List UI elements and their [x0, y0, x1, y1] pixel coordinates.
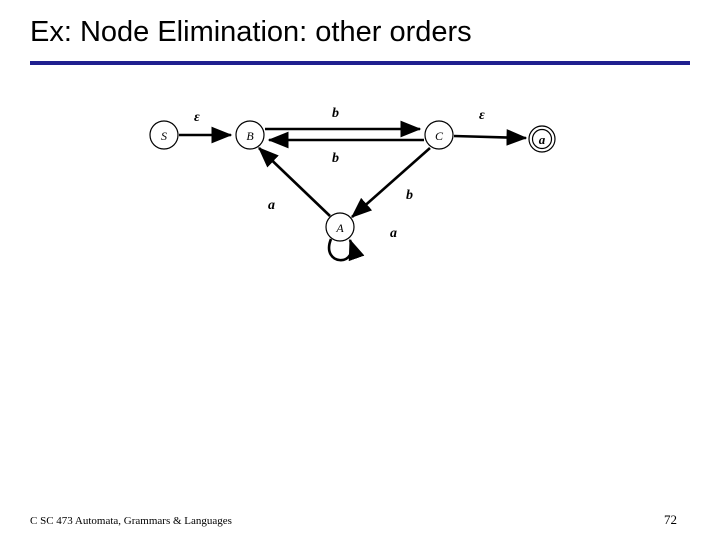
svg-text:A: A — [335, 221, 344, 235]
automaton-diagram: S B C a A ε b ε b a b — [0, 70, 720, 430]
svg-text:C: C — [435, 129, 444, 143]
node-S[interactable]: S — [149, 120, 179, 150]
edge-label-epsilon-C-final: ε — [479, 108, 485, 123]
automaton-svg: S B C a A — [149, 120, 556, 262]
edge-label-a-self-loop: a — [390, 226, 397, 241]
edge-label-a-A-B: a — [268, 198, 275, 213]
edge-label-b-B-C: b — [332, 106, 339, 121]
footer-course-text: C SC 473 Automata, Grammars & Languages — [30, 515, 232, 527]
slide-page-number: 72 — [664, 512, 677, 527]
title-underline-rule — [30, 61, 690, 65]
node-a-final[interactable]: a — [528, 125, 556, 153]
node-C[interactable]: C — [424, 120, 454, 150]
svg-text:a: a — [539, 132, 546, 147]
node-A[interactable]: A — [325, 212, 355, 242]
edge-A-self-loop — [327, 238, 365, 262]
page-title: Ex: Node Elimination: other orders — [30, 16, 472, 48]
edge-label-b-C-B: b — [332, 151, 339, 166]
edge-label-b-C-A: b — [406, 188, 413, 203]
edge-C-to-A — [351, 147, 431, 218]
edge-A-to-B — [258, 147, 331, 217]
svg-text:B: B — [246, 129, 254, 143]
svg-text:S: S — [161, 129, 167, 143]
node-B[interactable]: B — [235, 120, 265, 150]
edge-label-epsilon-S-B: ε — [194, 110, 200, 125]
edge-C-to-a-final — [453, 129, 528, 146]
